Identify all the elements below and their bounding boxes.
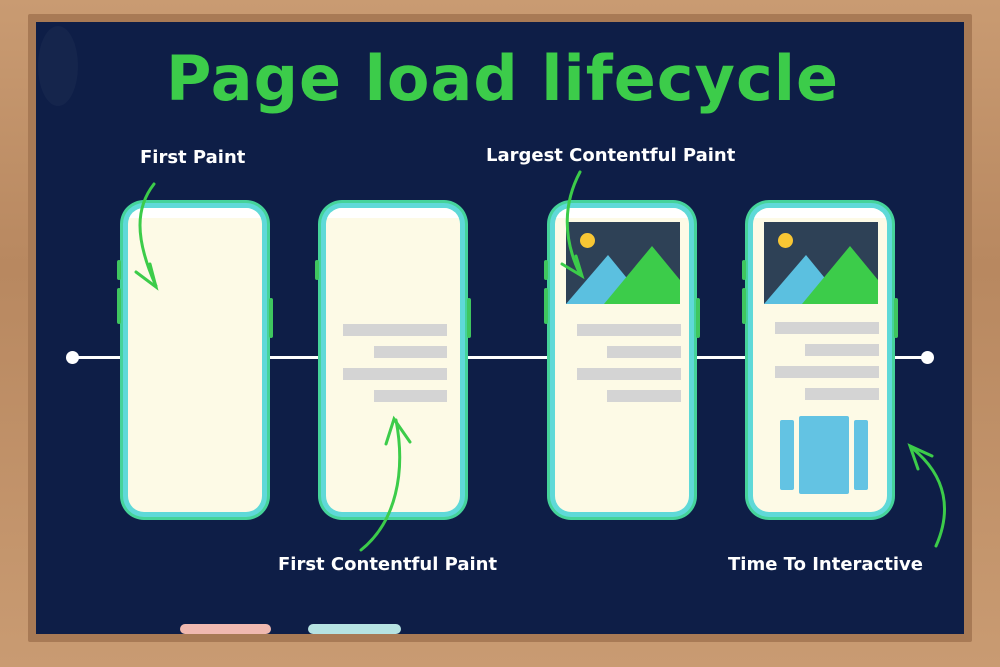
phone-screen-text: [326, 208, 460, 512]
arrowhead-icon: [134, 262, 159, 291]
sun-icon: [580, 233, 595, 248]
label-first-contentful-paint: First Contentful Paint: [278, 554, 498, 575]
label-first-paint: First Paint: [140, 147, 246, 168]
screen-highlight: [753, 208, 887, 218]
phone-side-button: [742, 260, 746, 280]
phone-side-button: [894, 298, 898, 338]
screen-highlight: [128, 208, 262, 218]
phone-side-button: [742, 288, 746, 324]
text-placeholder-line: [805, 344, 879, 356]
image-placeholder-icon: [764, 222, 878, 304]
arrowhead-icon: [384, 415, 412, 446]
phone-side-button: [315, 260, 319, 280]
image-placeholder-icon: [566, 222, 680, 304]
text-placeholder-line: [343, 324, 447, 336]
text-placeholder-line: [607, 346, 681, 358]
phone-screen-interactive: [753, 208, 887, 512]
text-placeholder-line: [343, 368, 447, 380]
phone-first-contentful-paint: [315, 200, 471, 520]
phone-side-button: [544, 288, 548, 324]
phone-side-button: [117, 260, 121, 280]
carousel-side-panel: [780, 420, 794, 490]
chalkboard: Page load lifecycle: [36, 22, 964, 634]
sun-icon: [778, 233, 793, 248]
screen-highlight: [555, 208, 689, 218]
mountains-icon: [764, 246, 878, 304]
label-largest-contentful-paint: Largest Contentful Paint: [486, 145, 736, 166]
mountains-icon: [566, 246, 680, 304]
text-placeholder-line: [607, 390, 681, 402]
carousel-main-panel: [799, 416, 849, 494]
timeline-line: [66, 351, 934, 364]
pink-chalk: [180, 624, 271, 634]
phone-side-button: [696, 298, 700, 338]
text-placeholder-line: [374, 390, 447, 402]
timeline-start-dot: [66, 351, 79, 364]
arrowhead-icon: [560, 254, 585, 280]
arrow-first-paint-icon: [138, 182, 158, 288]
text-placeholder-line: [577, 368, 681, 380]
phone-side-button: [117, 288, 121, 324]
phone-screen-blank: [128, 208, 262, 512]
arrow-tti-icon: [910, 446, 946, 548]
text-placeholder-line: [577, 324, 681, 336]
text-placeholder-line: [374, 346, 447, 358]
timeline-end-dot: [921, 351, 934, 364]
phone-time-to-interactive: [742, 200, 898, 520]
page-title: Page load lifecycle: [166, 42, 840, 115]
phone-side-button: [467, 298, 471, 338]
text-placeholder-line: [775, 322, 879, 334]
label-time-to-interactive: Time To Interactive: [728, 554, 923, 575]
blue-chalk: [308, 624, 401, 634]
phone-side-button: [269, 298, 273, 338]
carousel-side-panel: [854, 420, 868, 490]
annotation-arrows: [134, 170, 946, 552]
arrow-fcp-icon: [359, 418, 402, 552]
text-placeholder-line: [805, 388, 879, 400]
phone-side-button: [544, 260, 548, 280]
arrowhead-icon: [907, 443, 934, 471]
text-placeholder-line: [775, 366, 879, 378]
screen-highlight: [326, 208, 460, 218]
arrow-lcp-icon: [565, 170, 582, 276]
